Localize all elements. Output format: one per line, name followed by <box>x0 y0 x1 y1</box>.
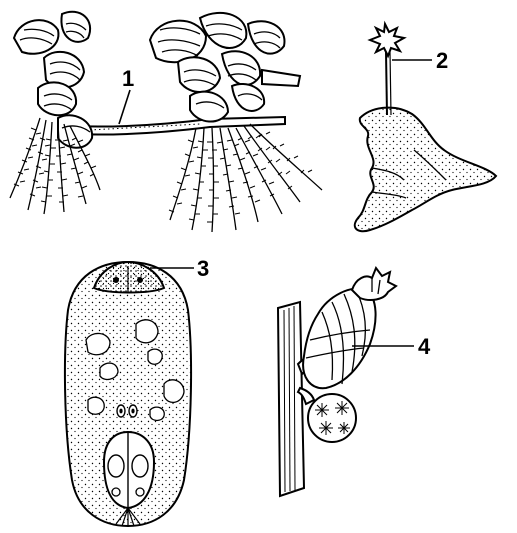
label-3: 3 <box>197 256 209 281</box>
label-2: 2 <box>436 48 448 73</box>
label-1: 1 <box>122 66 134 91</box>
salvinia-plant-illustration <box>10 12 322 232</box>
stem-with-fruiting-bodies-illustration <box>278 268 414 496</box>
label-4: 4 <box>418 334 431 359</box>
thallus-with-stalk-illustration <box>355 24 496 231</box>
oval-cell-illustration <box>65 262 194 527</box>
